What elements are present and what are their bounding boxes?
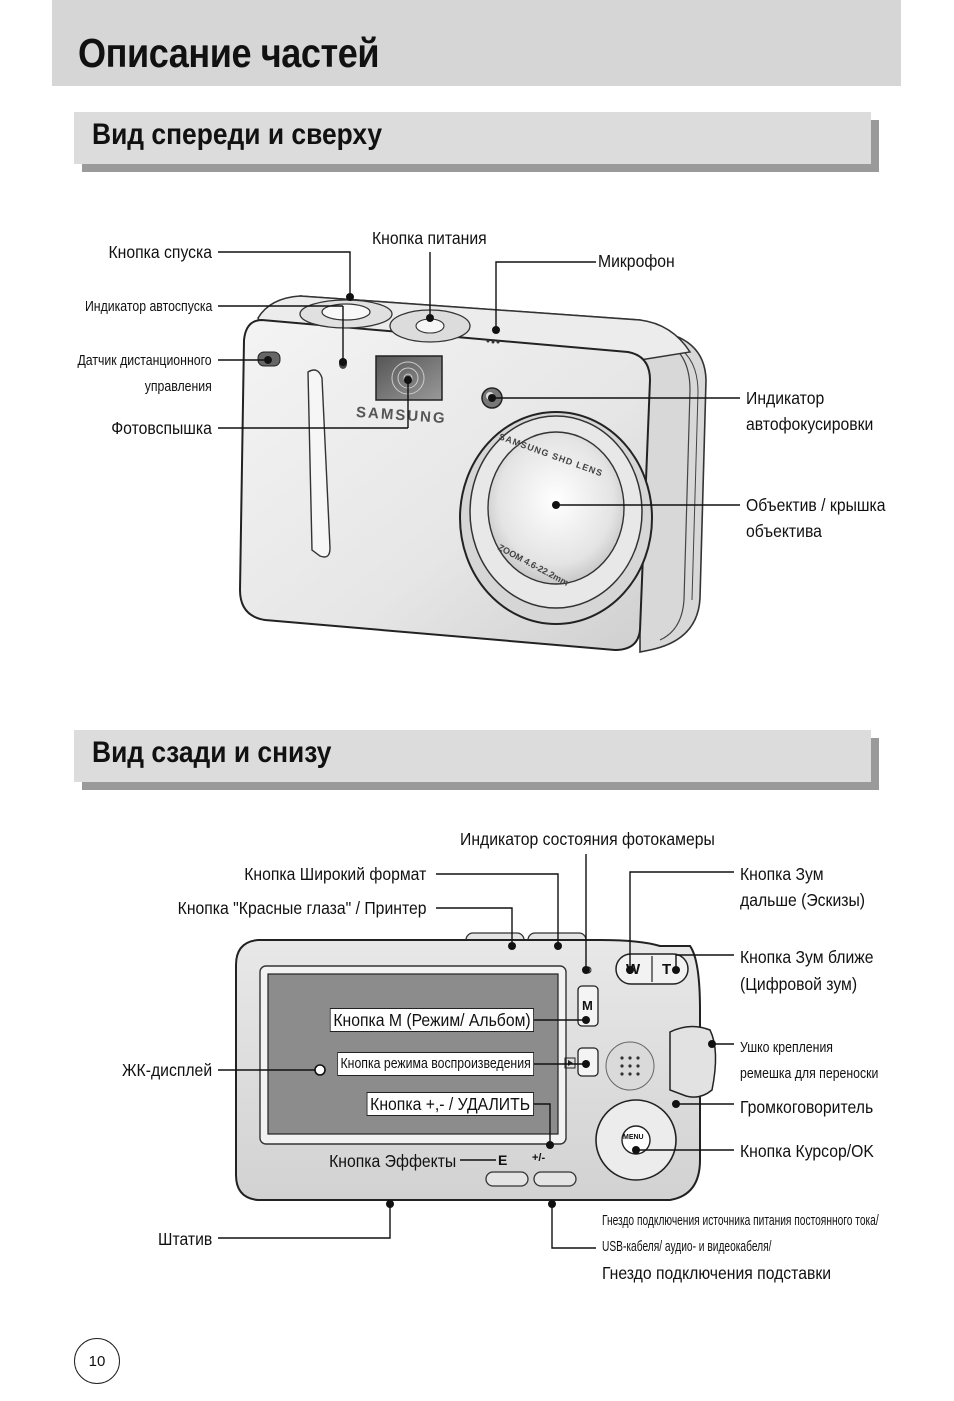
label-remote-sensor-1: Датчик дистанционного [77,352,212,369]
label-zoom-t-2: (Цифровой зум) [740,974,858,994]
title-bar [52,0,901,86]
label-power: Кнопка питания [372,228,487,248]
menu-mark: MENU [623,1134,644,1141]
label-microphone: Микрофон [598,251,675,271]
label-playback-button: Кнопка режима воспроизведения [337,1052,534,1076]
label-strap-1: Ушко крепления [740,1039,833,1056]
e-mark: E [498,1152,508,1168]
section-back-bar [74,730,871,782]
label-lens-1: Объектив / крышка [746,495,886,515]
label-effects: Кнопка Эффекты [328,1151,456,1171]
label-tripod: Штатив [157,1229,212,1249]
page-number: 10 [74,1338,120,1384]
label-status-indicator: Индикатор состояния фотокамеры [460,829,715,849]
label-lcd: ЖК-дисплей [121,1060,212,1080]
label-dc-in-1: Гнездо подключения источника питания пос… [602,1212,879,1229]
zoom-t-mark: T [662,961,672,978]
label-af-indicator-1: Индикатор [746,388,825,408]
label-remote-sensor-2: управления [144,378,212,395]
label-zoom-w-1: Кнопка Зум [740,864,824,884]
label-mode-button: Кнопка М (Режим/ Альбом) [329,1008,534,1032]
label-plus-minus: Кнопка +,- / УДАЛИТЬ [366,1092,534,1116]
label-af-indicator-2: автофокусировки [746,414,874,434]
label-zoom-t-1: Кнопка Зум ближе [740,947,874,967]
label-strap-2: ремешка для переноски [740,1065,879,1082]
label-shutter: Кнопка спуска [108,242,212,262]
m-button-mark: M [582,998,593,1013]
section-front-bar [74,112,871,164]
label-self-timer: Индикатор автоспуска [84,298,212,315]
section-front-title: Вид спереди и сверху [92,118,383,151]
label-speaker: Громкоговоритель [740,1097,874,1117]
label-flash: Фотовспышка [111,418,212,438]
label-red-eye: Кнопка "Красные глаза" / Принтер [177,898,426,918]
label-cradle: Гнездо подключения подставки [602,1263,832,1283]
label-lens-2: объектива [746,521,822,541]
label-dc-in-2: USB-кабеля/ аудио- и видеокабеля/ [602,1238,772,1255]
pm-mark: +/- [532,1152,546,1164]
label-wide-format: Кнопка Широкий формат [243,864,426,884]
section-back-title: Вид сзади и снизу [92,736,332,769]
label-zoom-w-2: дальше (Эскизы) [740,890,866,910]
page-title: Описание частей [78,30,380,76]
label-cursor-ok: Кнопка Курсор/OK [740,1141,874,1161]
